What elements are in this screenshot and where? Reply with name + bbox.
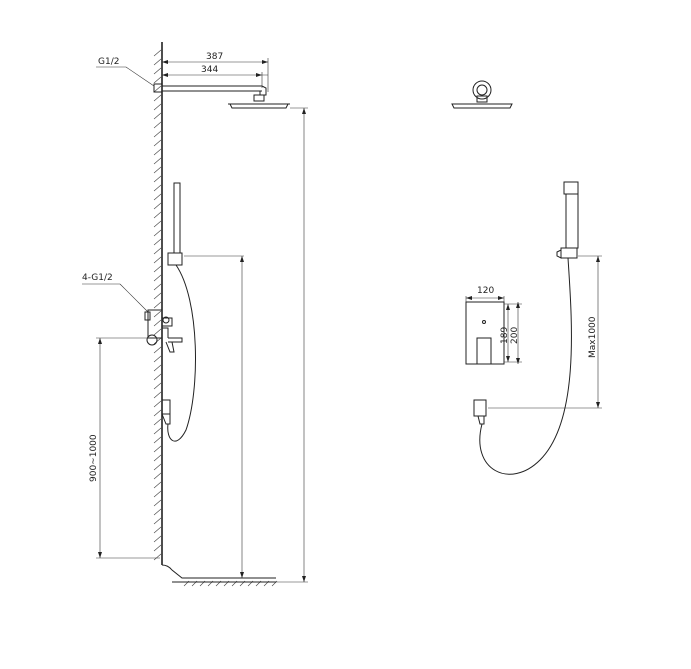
- dimension-valve-height: [96, 337, 160, 559]
- arm-length-outer-label: 387: [206, 52, 223, 62]
- valve-height-label: 900~1000: [89, 434, 99, 482]
- thread-valve-label: 4-G1/2: [82, 273, 113, 283]
- plate-height-outer-label: 200: [510, 327, 520, 344]
- wall-outlet-front: [473, 399, 487, 425]
- thread-valve-callout: [82, 283, 149, 313]
- wall-outlet-side: [161, 399, 171, 425]
- hand-shower-side: [167, 182, 183, 266]
- thread-top-label: G1/2: [98, 57, 119, 67]
- dimension-arm: [162, 58, 269, 92]
- hose-length-label: Max1000: [588, 316, 598, 358]
- dimension-hand-shower-holder: [184, 255, 244, 578]
- hand-shower-front: [556, 181, 579, 259]
- plate-height-inner-label: 189: [500, 327, 510, 344]
- thread-top-callout: [96, 66, 155, 87]
- mixer-valve-side: [144, 309, 183, 353]
- rain-shower-head-front: [451, 80, 513, 109]
- shower-arm: [153, 83, 267, 96]
- dimension-hose-length: [488, 255, 602, 409]
- mixer-plate-front: [465, 301, 505, 365]
- rain-shower-head-side: [228, 94, 290, 109]
- hose-front: [479, 257, 572, 475]
- arm-length-inner-label: 344: [201, 65, 218, 75]
- dimension-shower-head: [276, 107, 308, 583]
- plate-width-label: 120: [477, 286, 494, 296]
- dimension-plate: [465, 296, 522, 364]
- hose-side: [167, 264, 196, 442]
- wall-section: [153, 42, 278, 587]
